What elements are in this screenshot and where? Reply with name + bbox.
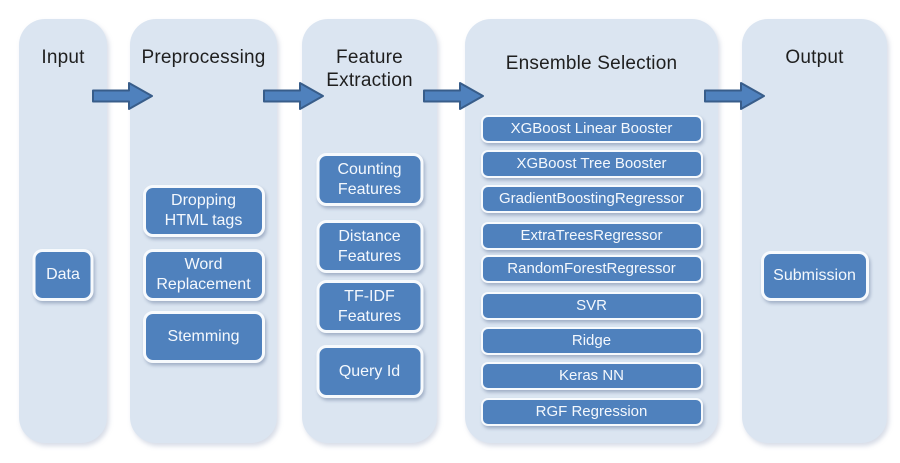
right-arrow-icon [92,82,153,110]
column-title-input: Input [41,47,85,68]
node-keras-nn: Keras NN [480,362,703,390]
node-xgboost-linear-booster: XGBoost Linear Booster [480,115,703,143]
column-title-output: Output [785,47,844,68]
node-random-forest-regressor: RandomForestRegressor [480,255,703,283]
column-title-preprocessing: Preprocessing [141,47,266,68]
column-title-ensemble-selection: Ensemble Selection [505,53,678,74]
column-ensemble-selection: Ensemble Selection XGBoost Linear Booste… [465,19,718,443]
node-xgboost-tree-booster: XGBoost Tree Booster [480,150,703,178]
node-extra-trees-regressor: ExtraTreesRegressor [480,222,703,250]
node-dropping-html-tags: Dropping HTML tags [142,185,265,237]
node-submission: Submission [760,251,869,301]
column-title-feature-extraction: Feature Extraction [326,47,413,91]
column-input: Input Data [19,19,107,443]
node-word-replacement: Word Replacement [142,249,265,301]
node-tfidf-features: TF-IDF Features [316,280,423,333]
node-svr: SVR [480,292,703,320]
node-ridge: Ridge [480,327,703,355]
node-counting-features: Counting Features [316,153,423,206]
column-preprocessing: Preprocessing Dropping HTML tags Word Re… [130,19,277,443]
node-gradient-boosting-regressor: GradientBoostingRegressor [480,185,703,213]
node-stemming: Stemming [142,311,265,363]
column-output: Output Submission [742,19,887,443]
column-feature-extraction: Feature Extraction Counting Features Dis… [302,19,437,443]
node-distance-features: Distance Features [316,220,423,273]
node-rgf-regression: RGF Regression [480,398,703,426]
node-query-id: Query Id [316,345,423,398]
right-arrow-icon [263,82,324,110]
right-arrow-icon [704,82,765,110]
node-data: Data [32,249,94,301]
right-arrow-icon [423,82,484,110]
